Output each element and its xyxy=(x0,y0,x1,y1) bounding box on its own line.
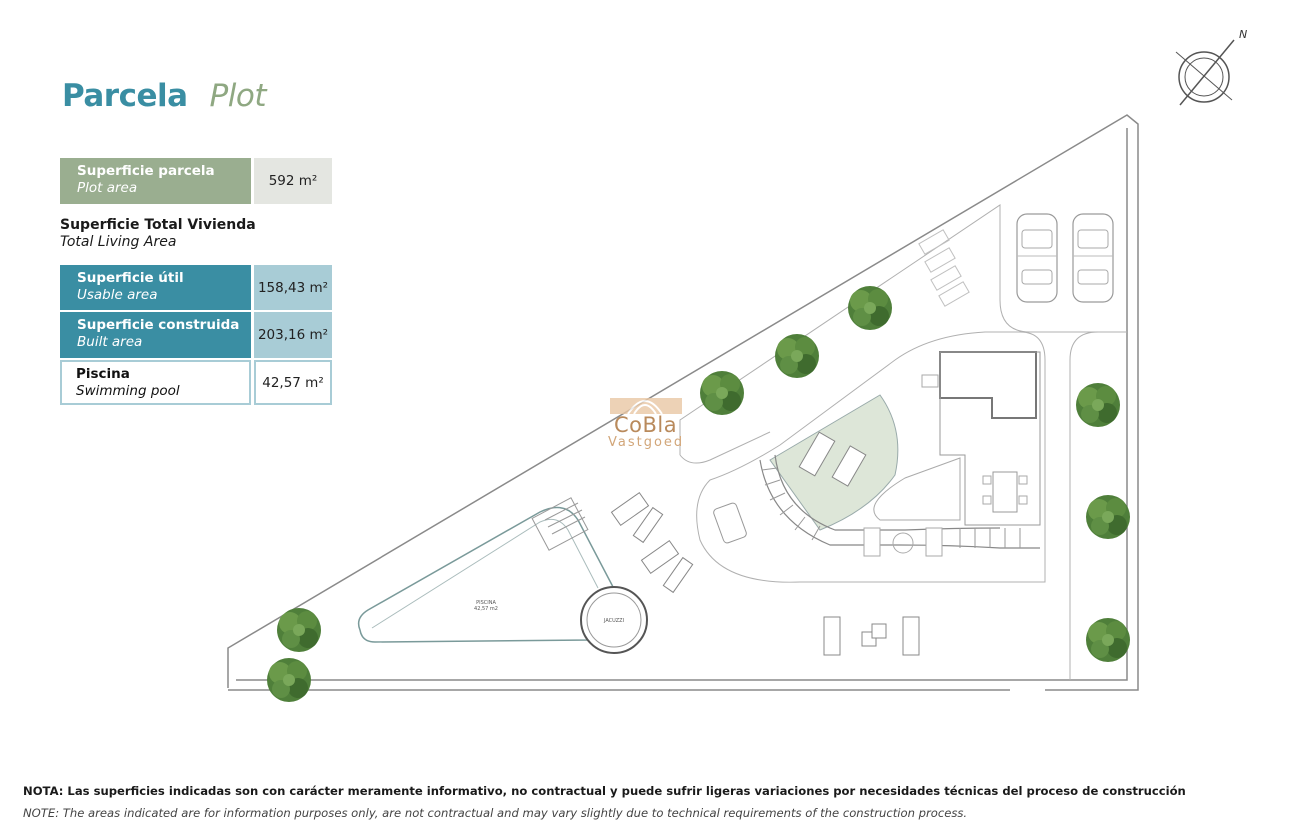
pool-plan-area: 42,57 m2 xyxy=(474,606,498,612)
usable-area-label: Superficie útil Usable area xyxy=(60,265,251,310)
pool-plan-label: PISCINA xyxy=(476,600,496,606)
pool-area-label: Piscina Swimming pool xyxy=(60,360,251,405)
sun-loungers xyxy=(610,491,694,594)
watermark-name: CoBla xyxy=(613,413,678,437)
tree-icon xyxy=(700,371,744,415)
plot-boundary xyxy=(227,114,1139,691)
car-icon xyxy=(1016,213,1058,303)
usable-area-label-en: Usable area xyxy=(77,287,158,303)
swimming-pool: PISCINA 42,57 m2 JACUZZI xyxy=(357,497,648,654)
usable-area-value: 158,43 m² xyxy=(254,265,332,310)
watermark: CoBla Vastgoed xyxy=(608,396,683,450)
title-en: Plot xyxy=(209,78,267,114)
pool-area-value: 42,57 m² xyxy=(254,360,332,405)
tree-icon xyxy=(277,608,321,652)
note-es: NOTA: Las superficies indicadas son con … xyxy=(23,784,1186,798)
tree-icon xyxy=(1086,495,1130,539)
built-area-label-es: Superficie construida xyxy=(77,317,240,333)
total-living-en: Total Living Area xyxy=(60,234,177,250)
pool-area-label-en: Swimming pool xyxy=(76,383,180,399)
usable-area-label-es: Superficie útil xyxy=(77,270,184,286)
watermark-sub: Vastgoed xyxy=(608,435,685,450)
garden-furniture xyxy=(823,616,920,656)
pool-area-label-es: Piscina xyxy=(76,366,130,382)
plot-area-value: 592 m² xyxy=(254,158,332,204)
built-area-label: Superficie construida Built area xyxy=(60,312,251,358)
title-es: Parcela xyxy=(62,78,188,114)
total-living-heading: Superficie Total Vivienda Total Living A… xyxy=(60,217,256,251)
plot-area-label-en: Plot area xyxy=(77,180,138,196)
paths xyxy=(679,204,1127,680)
cobla-logo-icon xyxy=(610,398,682,415)
note-en: NOTE: The areas indicated are for inform… xyxy=(23,806,968,820)
compass-icon: N xyxy=(1175,28,1247,106)
car-icon xyxy=(1072,213,1114,303)
tree-icon xyxy=(1086,618,1130,662)
tree-icon xyxy=(267,658,311,702)
house xyxy=(713,351,1041,557)
parking-bays xyxy=(918,229,970,307)
tree-icon xyxy=(1076,383,1120,427)
jacuzzi-label: JACUZZI xyxy=(603,618,624,624)
north-label: N xyxy=(1239,28,1247,41)
plot-area-label: Superficie parcela Plot area xyxy=(60,158,251,204)
tree-icon xyxy=(848,286,892,330)
total-living-es: Superficie Total Vivienda xyxy=(60,217,256,233)
built-area-value: 203,16 m² xyxy=(254,312,332,358)
plot-area-label-es: Superficie parcela xyxy=(77,163,215,179)
built-area-label-en: Built area xyxy=(77,334,143,350)
page-title: Parcela Plot xyxy=(62,78,266,114)
tree-icon xyxy=(775,334,819,378)
